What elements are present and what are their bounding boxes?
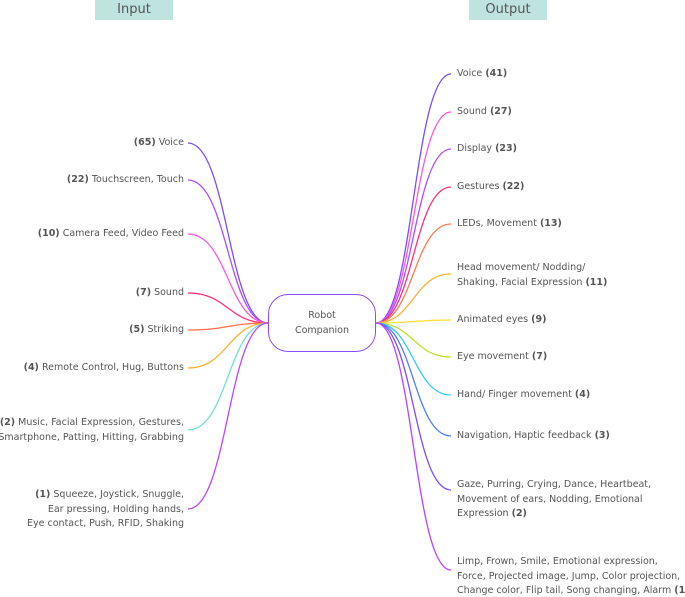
output-connector-3: [375, 186, 452, 324]
input-connector-4: [187, 322, 269, 331]
input-item: (2) Music, Facial Expression, Gestures, S…: [0, 416, 184, 445]
input-label: Ear pressing, Holding hands,: [47, 503, 184, 515]
output-count: (22): [502, 181, 525, 192]
input-connector-7: [187, 322, 269, 510]
output-label: Hand/ Finger movement: [457, 389, 572, 400]
output-item: Voice (41): [457, 67, 507, 82]
input-label: Music, Facial Expression, Gestures,: [18, 417, 184, 428]
output-item: Navigation, Haptic feedback (3): [457, 429, 610, 444]
output-label: Force, Projected image, Jump, Color proj…: [457, 570, 681, 582]
output-count: (13): [539, 218, 562, 229]
input-connector-0: [187, 142, 269, 324]
center-label-line2: Companion: [294, 325, 350, 336]
output-label: Navigation, Haptic feedback: [457, 430, 592, 441]
output-item: Display (23): [457, 142, 517, 157]
output-item: Eye movement (7): [457, 350, 547, 365]
output-label: Voice: [457, 68, 483, 79]
output-label: Animated eyes: [457, 314, 529, 325]
input-label: Touchscreen, Touch: [91, 174, 184, 185]
input-connector-5: [187, 322, 269, 369]
output-connector-7: [375, 322, 452, 358]
output-connector-11: [375, 322, 452, 571]
input-connector-1: [187, 179, 269, 324]
input-count: (1): [35, 489, 51, 500]
input-count: (5): [129, 324, 145, 335]
input-item: (65) Voice: [134, 136, 184, 151]
output-header: Output: [469, 0, 547, 20]
output-count: (11): [585, 276, 608, 288]
output-item: Gaze, Purring, Crying, Dance, Heartbeat,…: [457, 478, 651, 522]
output-item: Hand/ Finger movement (4): [457, 388, 590, 403]
input-label: Striking: [147, 324, 185, 335]
output-count: (41): [485, 68, 508, 79]
output-connector-6: [375, 319, 452, 324]
input-item: (7) Sound: [136, 286, 184, 301]
output-count: (2): [511, 508, 527, 519]
output-connector-9: [375, 322, 452, 437]
output-label: Display: [457, 143, 493, 154]
input-connector-6: [187, 322, 269, 431]
input-item: (1) Squeeze, Joystick, Snuggle, Ear press…: [27, 488, 184, 532]
input-count: (10): [37, 228, 60, 239]
output-count: (1): [674, 585, 685, 596]
input-count: (65): [133, 137, 156, 148]
output-label: Movement of ears, Nodding, Emotional: [457, 493, 643, 505]
output-connector-10: [375, 322, 452, 491]
input-label: Remote Control, Hug, Buttons: [41, 362, 184, 373]
output-item: LEDs, Movement (13): [457, 217, 562, 232]
center-label-line1: Robot: [308, 310, 336, 321]
output-connector-5: [375, 273, 452, 324]
output-connector-2: [375, 148, 452, 324]
output-item: Animated eyes (9): [457, 313, 546, 328]
output-count: (9): [531, 314, 547, 325]
output-connector-4: [375, 223, 452, 324]
output-label: Gaze, Purring, Crying, Dance, Heartbeat,: [457, 479, 652, 490]
input-item: (10) Camera Feed, Video Feed: [38, 227, 184, 242]
input-label: Squeeze, Joystick, Snuggle,: [53, 489, 184, 500]
output-label: Eye movement: [457, 351, 529, 362]
output-label: Shaking, Facial Expression: [457, 276, 583, 288]
input-count: (7): [135, 287, 152, 298]
input-label: Sound: [154, 287, 184, 298]
input-header: Input: [95, 0, 173, 20]
input-count: (4): [23, 362, 39, 373]
output-label: Expression: [457, 508, 509, 519]
input-item: (22) Touchscreen, Touch: [67, 173, 184, 188]
output-connector-8: [375, 322, 452, 396]
input-item: (4) Remote Control, Hug, Buttons: [24, 361, 184, 376]
output-count: (23): [495, 143, 517, 154]
output-item: Gestures (22): [457, 180, 524, 195]
output-label: LEDs, Movement: [457, 218, 537, 229]
output-count: (4): [574, 389, 591, 400]
output-connector-1: [375, 111, 452, 324]
output-label: Sound: [457, 106, 487, 117]
center-node-robot-companion: Robot Companion: [268, 294, 376, 352]
output-item: Head movement/ Nodding/Shaking, Facial E…: [457, 261, 607, 290]
output-count: (3): [594, 430, 610, 441]
input-label: Eye contact, Push, RFID, Shaking: [27, 518, 184, 529]
input-count: (22): [66, 174, 89, 185]
input-connector-3: [187, 292, 269, 324]
output-label: Limp, Frown, Smile, Emotional expression…: [457, 556, 658, 567]
input-label: Camera Feed, Video Feed: [62, 228, 184, 239]
output-label: Head movement/ Nodding/: [457, 262, 586, 273]
input-label: Voice: [158, 137, 184, 148]
input-label: Smartphone, Patting, Hitting, Grabbing: [0, 431, 184, 443]
output-item: Sound (27): [457, 105, 512, 120]
output-label: Gestures: [457, 181, 500, 192]
output-count: (7): [531, 351, 548, 362]
input-count: (2): [0, 417, 16, 428]
output-item: Limp, Frown, Smile, Emotional expression…: [457, 555, 685, 597]
output-label: Change color, Flip tail, Song changing, …: [457, 585, 672, 596]
input-item: (5) Striking: [129, 323, 184, 338]
output-connector-0: [375, 73, 452, 324]
output-count: (27): [489, 106, 512, 117]
input-connector-2: [187, 233, 269, 324]
